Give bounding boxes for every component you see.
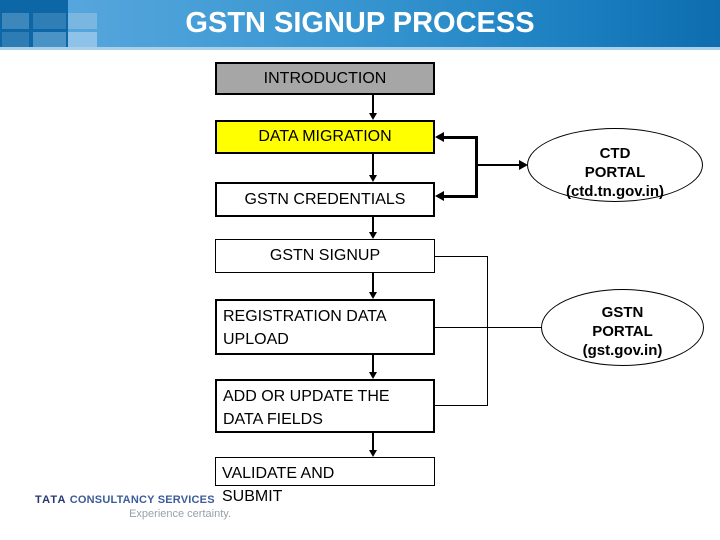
tcs-brand-primary: TATA (35, 494, 67, 506)
flow-arrow-line (372, 95, 374, 114)
portal-label-line: (gst.gov.in) (582, 342, 663, 359)
arrow-left-icon (435, 191, 444, 201)
flow-box-label: GSTN SIGNUP (269, 247, 381, 264)
flow-box-label: GSTN CREDENTIALS (244, 190, 406, 208)
flow-arrow-line (372, 355, 374, 373)
arrow-down-icon (369, 175, 377, 182)
logo-square (33, 13, 66, 29)
ctd-portal-ellipse: CTD PORTAL (ctd.tn.gov.in) (527, 128, 703, 202)
portal-label-line: GSTN (601, 304, 644, 321)
tcs-tagline: Experience certainty. (129, 508, 231, 520)
connector-line (475, 136, 478, 198)
connector-line (435, 256, 488, 257)
tcs-brand-secondary: CONSULTANCY SERVICES (69, 494, 215, 506)
tcs-brand: TATA CONSULTANCY SERVICES (35, 494, 215, 506)
connector-line (443, 136, 477, 139)
flow-arrow-line (372, 154, 374, 176)
gstn-portal-ellipse: GSTN PORTAL (gst.gov.in) (541, 289, 704, 366)
flow-box-registration-data-upload: REGISTRATION DATA UPLOAD (215, 299, 435, 355)
connector-line (435, 327, 542, 328)
flow-arrow-line (372, 217, 374, 233)
header-bar: GSTN SIGNUP PROCESS (0, 0, 720, 47)
flow-box-label: INTRODUCTION (263, 69, 387, 87)
slide-title: GSTN SIGNUP PROCESS (185, 7, 535, 39)
flow-box-label-line: SUBMIT (222, 488, 283, 505)
arrow-down-icon (369, 450, 377, 457)
portal-label-line: (ctd.tn.gov.in) (565, 183, 665, 200)
flow-box-data-migration: DATA MIGRATION (215, 120, 435, 154)
flow-box-gstn-signup: GSTN SIGNUP (215, 239, 435, 273)
portal-label-line: PORTAL (584, 164, 646, 181)
flow-box-add-update-fields: ADD OR UPDATE THE DATA FIELDS (215, 379, 435, 433)
flow-box-label: DATA MIGRATION (258, 128, 392, 145)
logo-square (2, 32, 29, 47)
header-strip (0, 47, 720, 50)
portal-label-line: CTD (599, 145, 631, 162)
flow-box-introduction: INTRODUCTION (215, 62, 435, 95)
flow-arrow-line (372, 433, 374, 451)
arrow-down-icon (369, 113, 377, 120)
logo-square (68, 13, 97, 29)
flow-arrow-line (372, 273, 374, 293)
flow-box-label-line: ADD OR UPDATE THE (223, 388, 390, 405)
flow-box-validate-submit: VALIDATE AND SUBMIT (215, 457, 435, 505)
connector-line (443, 195, 477, 198)
arrow-down-icon (369, 372, 377, 379)
flow-box-gstn-credentials: GSTN CREDENTIALS (215, 182, 435, 217)
portal-label-line: PORTAL (592, 323, 653, 340)
arrow-down-icon (369, 292, 377, 299)
logo-square (2, 13, 29, 29)
arrow-down-icon (369, 232, 377, 239)
arrow-right-icon (519, 160, 528, 170)
logo-square (68, 32, 97, 47)
connector-line (487, 256, 488, 406)
flow-box-label-line: UPLOAD (223, 331, 289, 348)
arrow-left-icon (435, 132, 444, 142)
logo-square (33, 32, 66, 47)
flow-box-label-line: VALIDATE AND (222, 465, 335, 482)
connector-line (435, 405, 488, 406)
connector-line (477, 164, 519, 166)
flow-box-label-line: REGISTRATION DATA (223, 308, 387, 325)
flow-box-label-line: DATA FIELDS (223, 411, 323, 428)
